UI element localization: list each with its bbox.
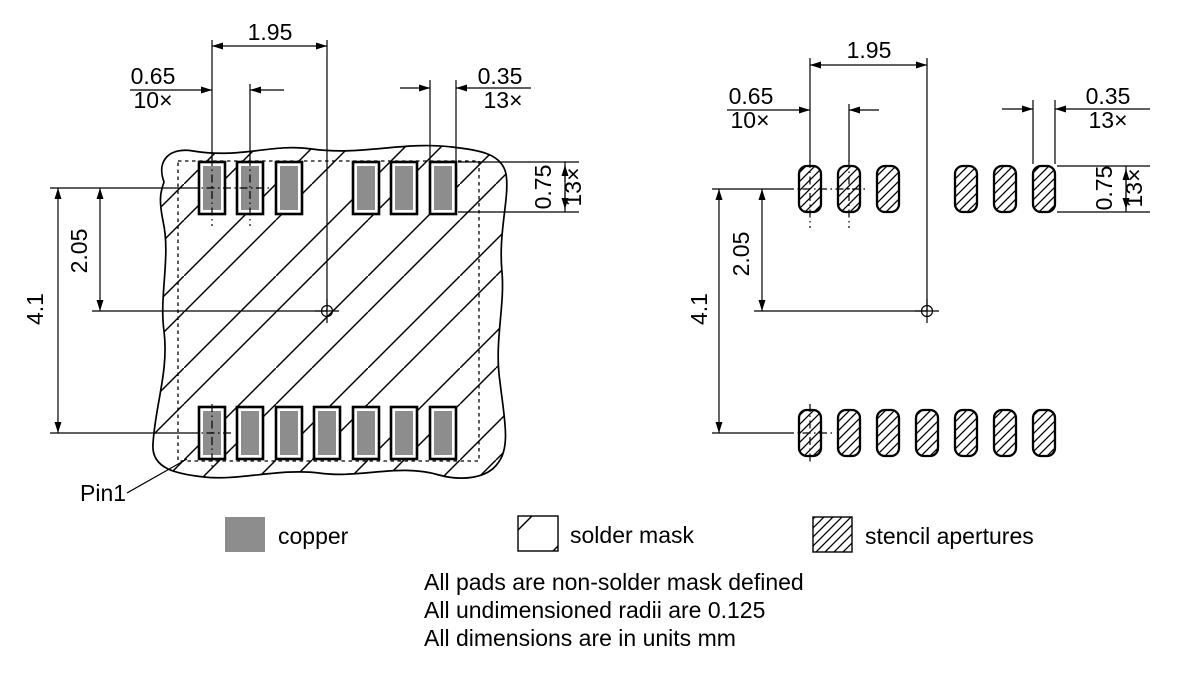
extension-lines bbox=[50, 40, 579, 470]
dim-row-to-row: 4.1 bbox=[22, 188, 62, 433]
dim-pad-width-count: 13× bbox=[483, 87, 522, 113]
notes: All pads are non-solder mask defined All… bbox=[424, 569, 804, 651]
solder-mask-swatch bbox=[517, 515, 559, 552]
note-line: All undimensioned radii are 0.125 bbox=[424, 597, 765, 623]
legend-item-solder-mask: solder mask bbox=[517, 515, 694, 552]
land-pattern-view: 1.95 0.65 10× 0.35 13× 0.75 13× 2.05 4. bbox=[22, 19, 586, 506]
dim-pad-width-count: 13× bbox=[1088, 107, 1127, 133]
dim-pad-height-count: 13× bbox=[560, 167, 586, 206]
copper-pad-row-bottom bbox=[197, 405, 458, 461]
copper-pad bbox=[428, 160, 458, 216]
stencil-aperture-row-bottom bbox=[797, 408, 1057, 458]
dim-row-to-origin-value: 2.05 bbox=[728, 232, 754, 277]
dim-row-to-row-value: 4.1 bbox=[22, 293, 48, 325]
copper-pad bbox=[235, 405, 265, 461]
dim-pad-height: 0.75 13× bbox=[1091, 166, 1147, 212]
dim-group-pitch: 1.95 bbox=[212, 19, 327, 50]
stencil-view: 1.95 0.65 10× 0.35 13× 0.75 13× 2.05 4. bbox=[686, 37, 1150, 462]
copper-pad bbox=[351, 405, 381, 461]
dim-row-to-row: 4.1 bbox=[686, 189, 723, 433]
stencil-aperture-row-top bbox=[797, 164, 1057, 214]
solder-mask-hatch bbox=[152, 144, 508, 479]
dim-row-to-origin-value: 2.05 bbox=[66, 229, 92, 274]
dim-pad-pitch-value: 0.65 bbox=[131, 63, 176, 89]
dim-row-to-row-value: 4.1 bbox=[686, 293, 712, 325]
copper-pad bbox=[389, 160, 419, 216]
dim-pad-pitch: 0.65 10× bbox=[130, 63, 284, 113]
copper-pad bbox=[274, 405, 304, 461]
copper-pad bbox=[351, 160, 381, 216]
legend: copper solder mask stencil apertures bbox=[225, 515, 1034, 553]
legend-item-stencil-apertures: stencil apertures bbox=[812, 516, 1034, 553]
note-line: All pads are non-solder mask defined bbox=[424, 569, 804, 595]
dim-pad-height-value: 0.75 bbox=[1091, 166, 1117, 211]
dim-pad-pitch-value: 0.65 bbox=[729, 83, 774, 109]
copper-swatch bbox=[225, 517, 265, 552]
stencil-aperture bbox=[1031, 408, 1057, 458]
dim-row-to-origin: 2.05 bbox=[66, 188, 104, 311]
copper-pad bbox=[312, 405, 342, 461]
dim-group-pitch: 1.95 bbox=[810, 37, 927, 69]
dim-pad-height: 0.75 13× bbox=[530, 162, 586, 212]
legend-copper-label: copper bbox=[278, 523, 349, 549]
dim-pad-width-value: 0.35 bbox=[1086, 83, 1131, 109]
pin1-label: Pin1 bbox=[80, 480, 126, 506]
copper-pad-row-top bbox=[197, 160, 458, 216]
dim-group-pitch-value: 1.95 bbox=[847, 37, 892, 63]
dim-row-to-origin: 2.05 bbox=[728, 189, 766, 311]
dim-pad-width: 0.35 13× bbox=[400, 63, 531, 113]
dim-pad-height-count: 13× bbox=[1121, 168, 1147, 207]
stencil-aperture bbox=[953, 164, 979, 214]
pin1-callout: Pin1 bbox=[80, 458, 188, 506]
origin-crosshair bbox=[915, 299, 939, 323]
copper-pad bbox=[389, 405, 419, 461]
legend-item-copper: copper bbox=[225, 517, 349, 552]
copper-pad bbox=[428, 405, 458, 461]
dim-pad-width: 0.35 13× bbox=[1002, 83, 1150, 133]
legend-stencil-apertures-label: stencil apertures bbox=[865, 523, 1034, 549]
stencil-apertures-swatch bbox=[812, 516, 853, 553]
stencil-aperture bbox=[875, 164, 901, 214]
legend-solder-mask-label: solder mask bbox=[570, 522, 694, 548]
dim-group-pitch-value: 1.95 bbox=[248, 19, 293, 45]
dim-pad-pitch: 0.65 10× bbox=[727, 83, 879, 133]
stencil-aperture bbox=[836, 408, 862, 458]
note-line: All dimensions are in units mm bbox=[424, 625, 736, 651]
stencil-aperture bbox=[914, 408, 940, 458]
origin-crosshair bbox=[315, 299, 339, 323]
dim-pad-width-value: 0.35 bbox=[478, 63, 523, 89]
extension-lines bbox=[712, 58, 1150, 462]
copper-pad bbox=[274, 160, 304, 216]
stencil-aperture bbox=[992, 164, 1018, 214]
dim-pad-pitch-count: 10× bbox=[133, 87, 172, 113]
stencil-aperture bbox=[1031, 164, 1057, 214]
dim-pad-pitch-count: 10× bbox=[730, 107, 769, 133]
stencil-aperture bbox=[875, 408, 901, 458]
stencil-aperture bbox=[953, 408, 979, 458]
dim-pad-height-value: 0.75 bbox=[530, 165, 556, 210]
stencil-aperture bbox=[992, 408, 1018, 458]
